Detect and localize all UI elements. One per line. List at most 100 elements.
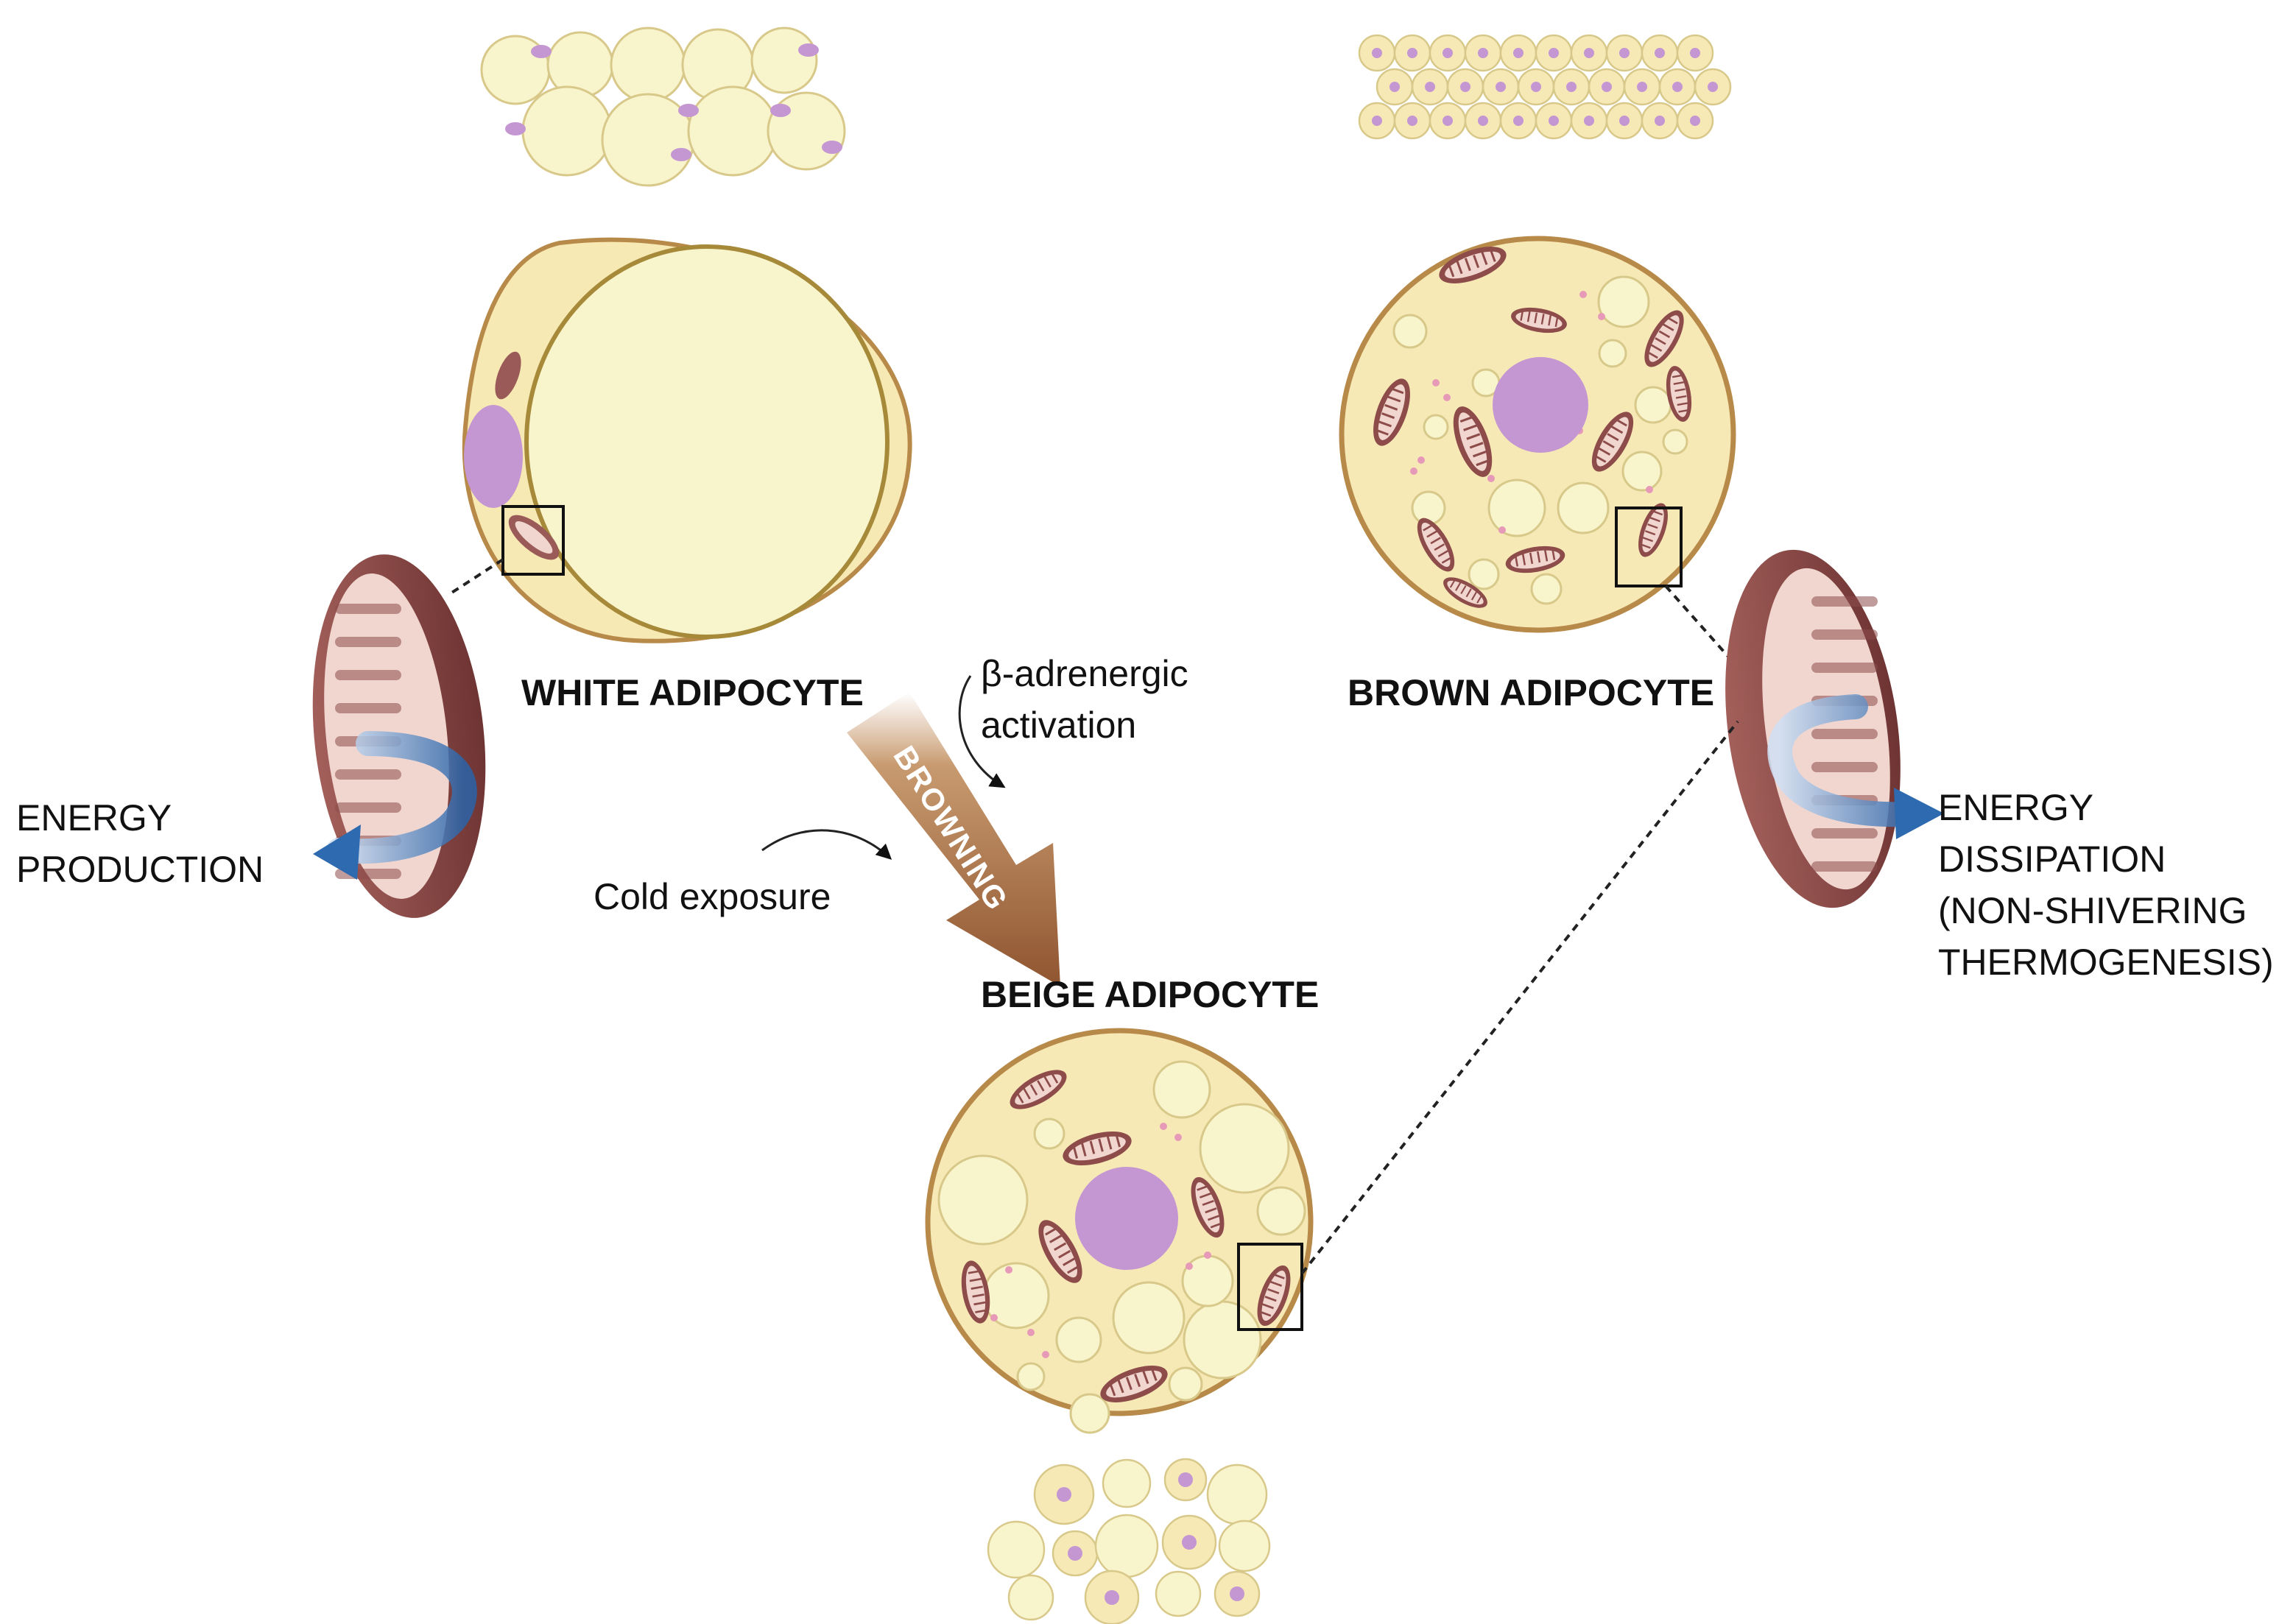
brown-cell-zoom-box [1615,506,1683,587]
energy-dissipation-arrow [1767,694,1944,839]
mitochondrion [1257,1265,1291,1327]
brown-tissue-nucleus [1672,82,1683,92]
lipid-droplet [1634,386,1672,424]
white-adipocyte-label: WHITE ADIPOCYTE [521,672,864,713]
white-tissue-nucleus [531,45,552,58]
brown-tissue-nucleus [1655,48,1665,58]
mitochondrion [1191,1176,1225,1238]
lipid-droplet [1621,451,1663,492]
white-tissue-cell [750,27,818,94]
lipid-droplet [1256,1186,1306,1236]
white-zoom-connector [449,558,504,595]
mitochondrion [1638,503,1668,557]
brown-tissue-nucleus [1425,82,1435,92]
brown-tissue-nucleus [1460,82,1470,92]
pink-granule [1443,394,1451,401]
white-tissue-nucleus [770,104,791,117]
mitochondrion [1439,247,1507,283]
lipid-droplet [1112,1281,1186,1355]
lipid-droplet [1392,314,1428,349]
white-tissue-nucleus [822,141,842,154]
brown-adipocyte-label: BROWN ADIPOCYTE [1348,672,1714,713]
pink-granule [1174,1134,1182,1141]
brown-tissue-nucleus [1619,48,1630,58]
lipid-droplet [1199,1103,1290,1194]
mitochondrion [1443,577,1487,608]
white-tissue-nucleus [671,148,691,161]
white-tissue-cell [521,85,613,177]
pink-granule [1432,379,1440,386]
mitochondrion [1417,518,1455,572]
lipid-droplet [1016,1362,1046,1391]
brown-nucleus [1493,357,1588,453]
white-tissue-nucleus [505,122,526,135]
beige-tissue-cell [1218,1519,1271,1572]
brown-tissue-nucleus [1708,82,1718,92]
beige-adipocyte-label: BEIGE ADIPOCYTE [981,974,1319,1015]
lipid-droplet [1598,339,1627,368]
pink-granule [1005,1266,1012,1274]
brown-tissue-nucleus [1513,116,1524,126]
brown-tissue-nucleus [1407,48,1417,58]
white-tissue-cell [610,27,686,103]
lipid-droplet [1530,573,1563,605]
beige-tissue-nucleus [1230,1586,1244,1601]
white-cell-zoom-box [501,505,565,576]
brown-tissue-nucleus [1690,116,1700,126]
mitochondrion [1038,1220,1082,1283]
lipid-droplet [1183,1300,1262,1380]
pink-granule [1498,526,1506,534]
beige-tissue-nucleus [1057,1487,1071,1502]
pink-granule [1646,486,1653,493]
mitochondrion [1063,1131,1132,1165]
brown-tissue-nucleus [1372,48,1382,58]
pink-granule [1186,1263,1193,1270]
pink-granule [1417,456,1425,464]
pink-granule [1042,1351,1049,1358]
brown-tissue-nucleus [1478,116,1488,126]
pink-granule [1160,1123,1167,1130]
mitochondrion [961,1260,990,1324]
brown-tissue-nucleus [1690,48,1700,58]
energy-dissipation-label-line4: THERMOGENESIS) [1938,942,2274,983]
brown-tissue-nucleus [1584,48,1594,58]
brown-tissue-nucleus [1549,116,1559,126]
beige-tissue-nucleus [1068,1546,1082,1561]
brown-tissue-nucleus [1566,82,1577,92]
brown-tissue-nucleus [1496,82,1506,92]
brown-adipocyte-cell [1339,236,1736,633]
mitochondrion [1010,1070,1067,1109]
white-tissue-nucleus [678,104,699,117]
white-adipocyte-cell [462,237,912,643]
mitochondrion [1373,378,1410,446]
brown-tissue-nucleus [1549,48,1559,58]
white-tissue-nucleus [798,43,819,57]
brown-tissue-nucleus [1584,116,1594,126]
mitochondrion [1100,1366,1168,1402]
brown-tissue-cluster [1358,34,1732,140]
beige-tissue-nucleus [1105,1590,1119,1605]
lipid-droplet [1597,275,1650,328]
beige-brown-connector [1300,720,1739,1275]
brown-mitochondrion-large [1725,549,1901,908]
energy-dissipation-label-line3: (NON-SHIVERING [1938,890,2247,931]
pink-granule [1487,475,1495,482]
beige-nucleus [1075,1167,1178,1270]
brown-tissue-nucleus [1531,82,1541,92]
white-cell-mitochondrion-small [495,351,560,560]
mitochondrion [1644,310,1684,367]
lipid-droplet [1487,479,1546,537]
mitochondrion [1505,546,1565,573]
cold-exposure-label: Cold exposure [593,876,831,917]
lipid-droplet [1055,1316,1102,1363]
lipid-droplet [1168,1366,1203,1402]
lipid-droplet [1033,1118,1065,1150]
beige-tissue-cell [987,1520,1046,1579]
energy-production-arrow [313,731,477,880]
pink-granule [1579,291,1587,298]
energy-dissipation-label-line1: ENERGY [1938,787,2093,828]
energy-production-label-line2: PRODUCTION [16,849,264,890]
beige-cell-zoom-box [1237,1243,1303,1331]
beige-tissue-cell [1007,1574,1054,1621]
